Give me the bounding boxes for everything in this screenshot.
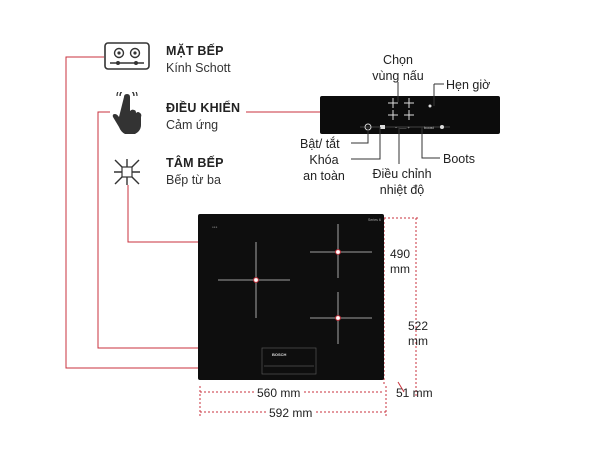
feature-title-zone: TÂM BẾP: [166, 156, 224, 170]
svg-text:− —— +: − —— +: [395, 125, 411, 130]
leader-control: [97, 111, 264, 349]
dim-depth-zone: 490 mm: [389, 247, 411, 276]
leader-glass: [65, 56, 214, 369]
dim-width-total: 592 mm: [266, 406, 316, 420]
callout-safety-lock: Khóa an toàn: [303, 153, 345, 183]
feature-subtitle-control: Cảm ứng: [166, 118, 219, 132]
svg-text:Series 6: Series 6: [368, 218, 381, 222]
svg-text:●●●: ●●●: [212, 225, 218, 229]
hob-top-view: Series 6 ●●● BOSCH: [198, 214, 384, 380]
feature-subtitle-zone: Bếp từ ba: [166, 173, 221, 187]
callout-zone-select: Chọn vùng nấu: [372, 53, 424, 83]
feature-title-glass: MẶT BẾP: [166, 44, 224, 58]
control-panel-closeup: − —— + boost: [320, 96, 500, 134]
dim-frame: 51 mm: [396, 386, 433, 400]
dim-depth-total: 522 mm: [407, 319, 429, 348]
induction-icon: [112, 157, 142, 187]
callout-temperature: Điều chỉnh nhiệt độ: [372, 167, 432, 197]
callout-boost: Boots: [443, 152, 475, 166]
callout-timer: Hẹn giờ: [446, 78, 491, 92]
cooktop-icon: [104, 42, 150, 70]
dim-tick-51: [397, 381, 405, 393]
hob-brand: BOSCH: [272, 352, 287, 357]
feature-subtitle-glass: Kính Schott: [166, 61, 231, 75]
feature-title-control: ĐIỀU KHIỂN: [166, 101, 241, 115]
dim-width-glass: 560 mm: [254, 386, 304, 400]
callout-power: Bật/ tắt: [300, 137, 340, 151]
svg-text:boost: boost: [424, 125, 435, 130]
